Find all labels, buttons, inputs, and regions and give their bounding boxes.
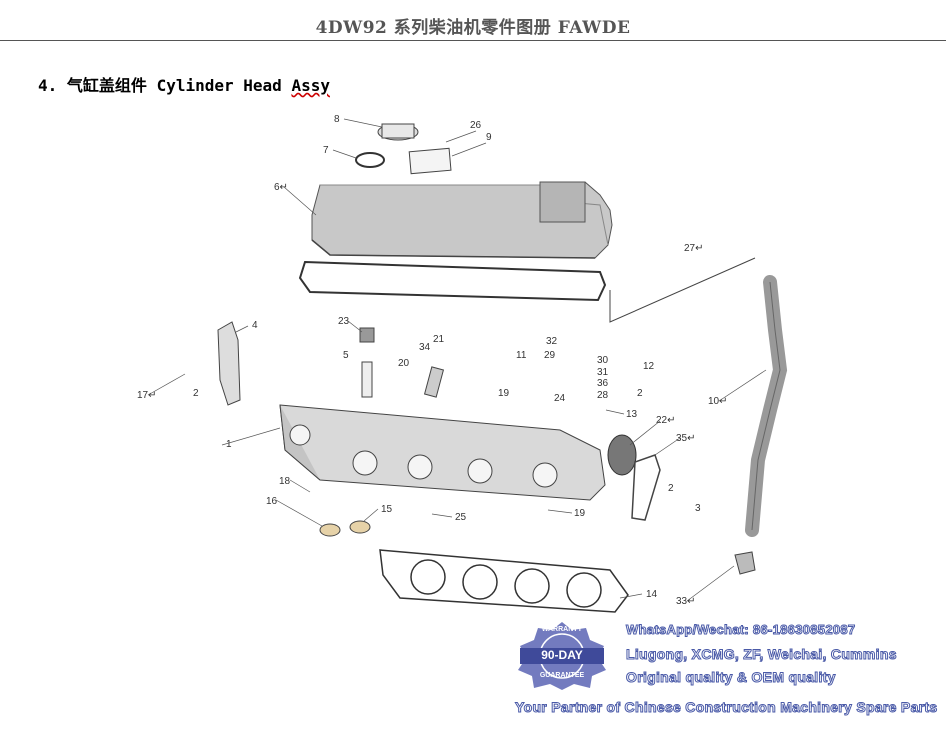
callout-22: 22↵	[656, 415, 676, 426]
badge-mid-text: 90-DAY	[541, 648, 583, 662]
callout-17: 17↵	[137, 390, 157, 401]
section-title-cn: 气缸盖组件	[66, 76, 147, 95]
watermark-line-4: Your Partner of Chinese Construction Mac…	[514, 699, 938, 716]
callout-2a: 2	[637, 388, 643, 399]
callout-35: 35↵	[676, 433, 696, 444]
page-header: 4DW92 系列柴油机零件图册 FAWDE	[0, 0, 946, 41]
callout-2b: 2	[668, 483, 674, 494]
callout-23: 23	[338, 316, 350, 327]
warranty-seal-icon	[518, 622, 606, 690]
callout-12: 12	[643, 361, 655, 372]
cylinder-head	[279, 404, 606, 501]
callout-26: 26	[470, 120, 482, 131]
o-ring	[355, 152, 385, 168]
badge-bot-text: GUARANTEE	[539, 672, 585, 679]
leader-lines	[147, 118, 767, 602]
callout-14: 14	[646, 589, 658, 600]
cover-plate	[607, 434, 637, 476]
watermark-line-3: Original quality & OEM quality	[626, 669, 836, 686]
callout-31: 31	[597, 367, 609, 378]
callout-24: 24	[554, 393, 566, 404]
section-title-en: Cylinder Head	[156, 76, 282, 95]
callout-25: 25	[455, 512, 467, 523]
badge-top-text: WARRANTY	[541, 626, 583, 633]
pipe-clamp	[734, 551, 756, 575]
callout-15: 15	[381, 504, 393, 515]
section-title: 4. 气缸盖组件 Cylinder Head Assy	[38, 72, 330, 96]
callout-16: 16	[266, 496, 278, 507]
callout-32: 32	[546, 336, 558, 347]
callout-11: 11	[516, 350, 527, 361]
callout-3: 3	[695, 503, 701, 514]
watermark-line-1: WhatsApp/Wechat: 86-18630852087	[625, 622, 856, 638]
callout-29: 29	[544, 350, 556, 361]
callout-21: 21	[433, 334, 445, 345]
watermark-line-2: Liugong, XCMG, ZF, Weichai, Cummins	[626, 646, 898, 663]
valve-cover	[311, 181, 613, 259]
callout-33: 33↵	[676, 596, 696, 607]
callout-9: 9	[486, 132, 492, 143]
callout-4: 4	[252, 320, 258, 331]
callout-19b: 19	[574, 508, 586, 519]
callout-10: 10↵	[708, 396, 728, 407]
callout-34: 34	[419, 342, 431, 353]
callout-2c: 2	[193, 388, 199, 399]
header-title: 4DW92 系列柴油机零件图册 FAWDE	[315, 18, 631, 38]
callout-19a: 19	[498, 388, 510, 399]
callout-27: 27↵	[684, 243, 704, 254]
callout-13: 13	[626, 409, 638, 420]
valve-cover-gasket	[298, 260, 607, 302]
callout-28: 28	[597, 390, 609, 401]
head-gasket	[379, 549, 629, 613]
lifting-eye-front	[217, 321, 241, 406]
callout-7: 7	[323, 145, 329, 156]
section-number: 4.	[38, 76, 58, 95]
section-title-assy: Assy	[291, 76, 330, 95]
callout-labels: 8 26 9 7 6↵ 27↵ 4 23 21 34 32 29 30 31 3…	[137, 114, 728, 607]
callout-8: 8	[334, 114, 340, 125]
callout-6: 6↵	[274, 182, 288, 193]
nameplate	[408, 147, 452, 175]
callout-1: 1	[226, 439, 232, 450]
warranty-badge: WARRANTY 90-DAY GUARANTEE	[512, 620, 612, 690]
callout-30: 30	[597, 355, 609, 366]
callout-20: 20	[398, 358, 410, 369]
callout-18: 18	[279, 476, 291, 487]
callout-5: 5	[343, 350, 349, 361]
rear-lifting-eye	[631, 454, 661, 521]
callout-36: 36	[597, 378, 609, 389]
breather-pipe	[745, 275, 788, 537]
